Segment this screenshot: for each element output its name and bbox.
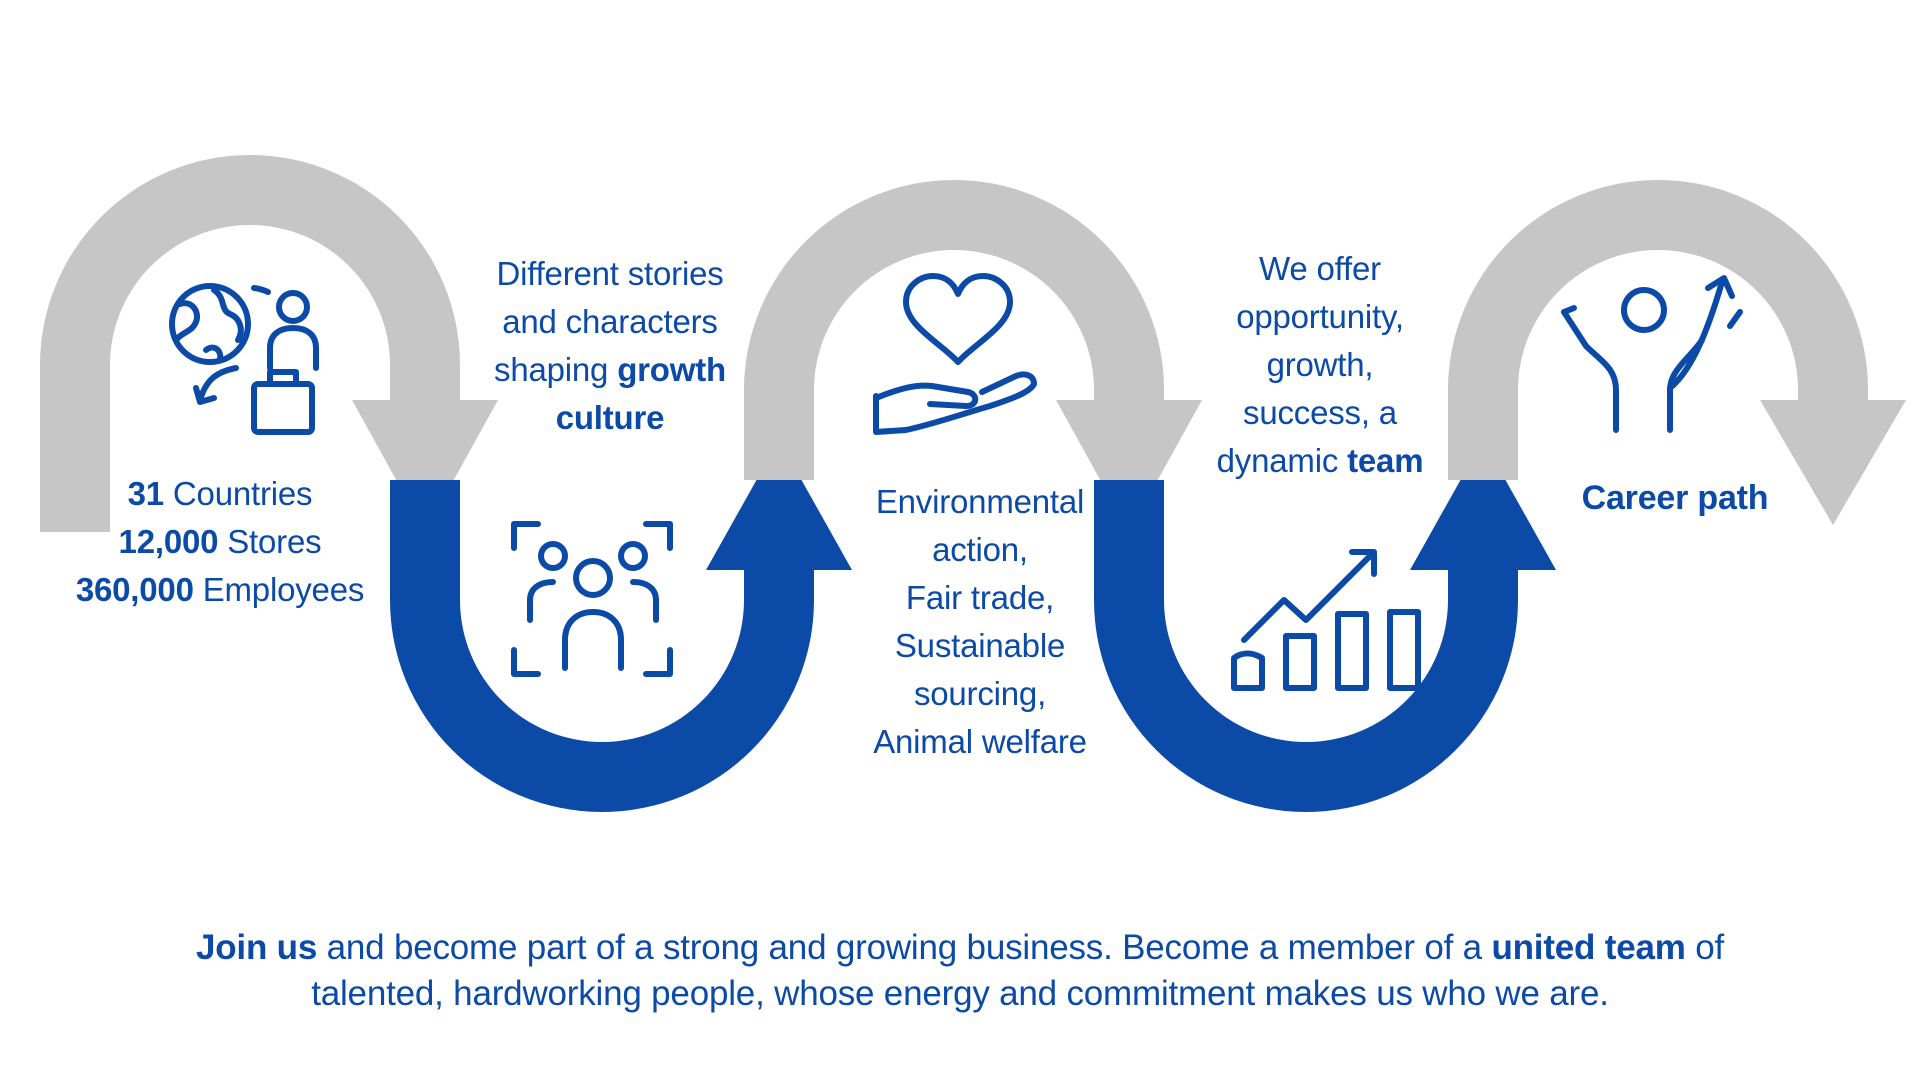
career-success-icon (1561, 275, 1743, 433)
opportunity-text: We offer opportunity, growth, success, a… (1190, 245, 1450, 485)
growth-culture-line-1: Different stories (496, 255, 724, 292)
closing-text-2: of (1695, 928, 1724, 967)
sustainability-line-6: Animal welfare (873, 723, 1087, 760)
blue-arc-1 (390, 440, 852, 812)
sustainability-line-2: action, (932, 531, 1028, 568)
growth-culture-line-3: shaping growth (470, 346, 750, 394)
heart-hand-icon (873, 273, 1037, 435)
opportunity-line-5: dynamic team (1190, 437, 1450, 485)
countries-value: 31 (127, 475, 165, 512)
closing-statement: Join us and become part of a strong and … (100, 925, 1820, 1017)
growth-culture-text: Different stories and characters shaping… (470, 250, 750, 442)
opportunity-line-3: growth, (1266, 346, 1374, 383)
employees-value: 360,000 (75, 571, 194, 608)
gray-arc-2 (744, 180, 1202, 532)
sustainability-line-3: Fair trade, (905, 579, 1055, 616)
stores-value: 12,000 (118, 523, 219, 560)
growth-chart-icon (1231, 549, 1421, 691)
gray-arc-3 (1448, 180, 1906, 525)
career-path-label: Career path (1581, 479, 1769, 517)
opportunity-line-5-bold: team (1347, 442, 1424, 479)
stores-label: Stores (227, 523, 322, 560)
opportunity-line-2: opportunity, (1236, 298, 1404, 335)
globe-travel-icon (169, 283, 319, 435)
closing-text-1: and become part of a strong and growing … (326, 928, 1482, 967)
growth-culture-line-3-plain: shaping (494, 351, 609, 388)
stat-employees: 360,000 Employees (40, 566, 400, 614)
stat-countries: 31 Countries (40, 470, 400, 518)
gray-arc-1 (40, 155, 498, 532)
sustainability-line-5: sourcing, (913, 675, 1047, 712)
sustainability-line-4: Sustainable (894, 627, 1066, 664)
countries-label: Countries (172, 475, 313, 512)
closing-united-team: united team (1491, 928, 1686, 967)
closing-join-us: Join us (195, 928, 318, 967)
blue-arc-2 (1094, 440, 1556, 812)
closing-line-1: Join us and become part of a strong and … (100, 925, 1820, 971)
sustainability-text: Environmental action, Fair trade, Sustai… (850, 478, 1110, 766)
growth-culture-line-3-bold: growth (617, 351, 726, 388)
closing-line-2: talented, hardworking people, whose ener… (311, 974, 1609, 1013)
team-focus-icon (511, 521, 673, 677)
sustainability-line-1: Environmental (875, 483, 1085, 520)
company-stats: 31 Countries 12,000 Stores 360,000 Emplo… (40, 470, 400, 614)
employees-label: Employees (202, 571, 365, 608)
opportunity-line-4: success, a (1243, 394, 1397, 431)
opportunity-line-1: We offer (1259, 250, 1381, 287)
stat-stores: 12,000 Stores (40, 518, 400, 566)
growth-culture-line-2: and characters (502, 303, 718, 340)
growth-culture-line-4-bold: culture (555, 399, 665, 436)
opportunity-line-5-plain: dynamic (1216, 442, 1339, 479)
